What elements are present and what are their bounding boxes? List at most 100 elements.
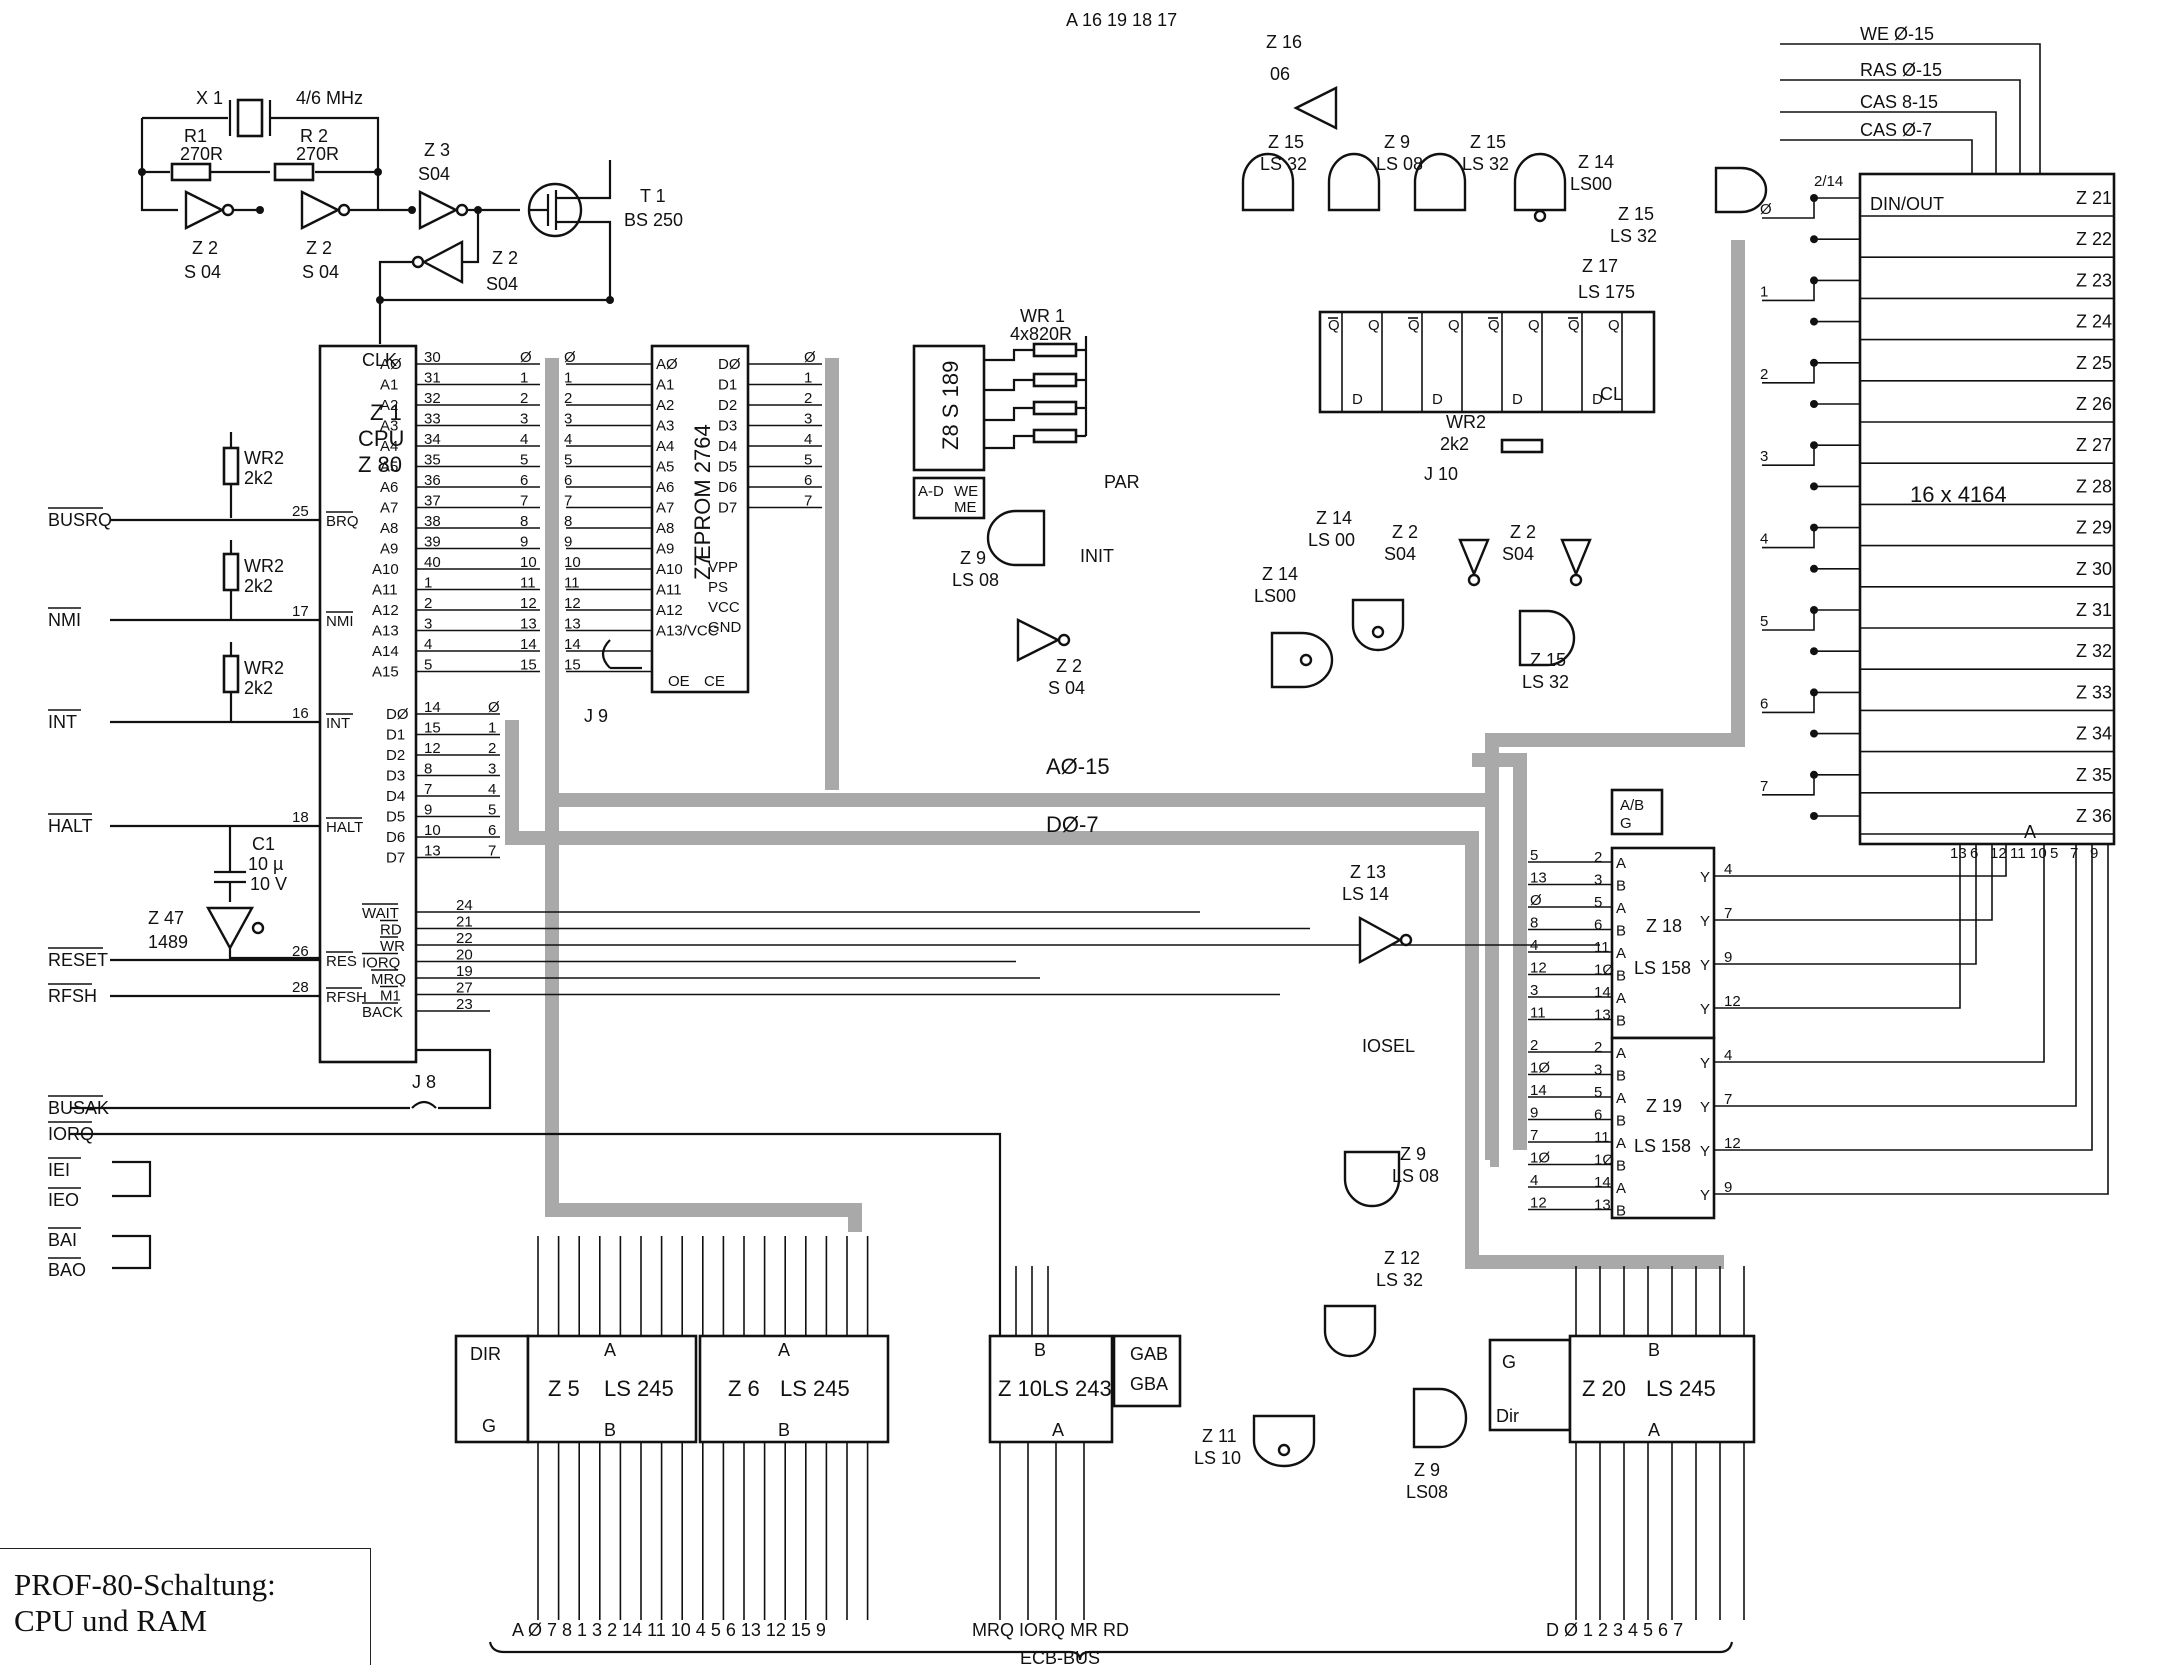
z19-label: Z 19 [1646,1096,1682,1116]
cpu-addr-num: 34 [424,431,441,448]
t1-type: BS 250 [624,210,683,230]
cpu-addr-pin: A3 [380,418,398,435]
ram-signal-cas_hi: CAS 8-15 [1860,92,1938,112]
mux-addr-bit: 13 [1530,870,1547,887]
eprom-addr-pin: A2 [656,397,674,414]
wr2-resistor-z17 [1500,438,1544,454]
z20-type: LS 245 [1646,1376,1716,1401]
cpu-addr-pin: A10 [372,561,399,578]
z18-chip [1610,846,1716,1040]
cpu-data-num: 12 [424,740,441,757]
cpu-addr-pin: A6 [380,479,398,496]
mux-ab-pin: B [1616,923,1626,940]
cpu-data-bit: 6 [488,822,496,839]
ram-chip-22: Z 22 [2076,229,2112,249]
eprom-ce-pin: CE [704,673,725,690]
caption: PROF-80-Schaltung: CPU und RAM [0,1548,371,1665]
z9c-and-gate [1343,1150,1401,1208]
ram-a-label: A [2024,822,2036,842]
ecb-address-row: A Ø 7 8 1 3 2 14 11 10 4 5 6 13 12 15 9 [512,1620,826,1640]
z17-q-pin: Q [1368,317,1380,334]
z10-chip [988,1334,1114,1444]
ram-chip-list: Z 21Z 22Z 23Z 24Z 25Z 26Z 27Z 28Z 29Z 30… [1860,188,2114,835]
cpu-data-bit: 4 [488,781,496,798]
cpu-addr-bit: 6 [520,472,528,489]
ram-chip-26: Z 26 [2076,394,2112,414]
mux-ab-pin: A [1616,1090,1626,1107]
eprom-addr-bit: 10 [564,554,581,571]
z15c-or-gate-right [1714,166,1768,214]
s189-ctrl-block [912,476,986,520]
eprom-misc-pin: VCC [708,599,740,616]
ram-chip-32: Z 32 [2076,641,2112,661]
a-bits-label: A 16 19 18 17 [1066,10,1177,30]
cpu-left-pin: RFSH [326,989,367,1006]
z20-chip [1568,1334,1756,1444]
cpu-addr-pin: A15 [372,664,399,681]
t1-label: T 1 [640,186,666,206]
z19-type: LS 158 [1634,1136,1691,1156]
mux-g: G [1620,815,1632,832]
z47-label: Z 47 [148,908,184,928]
mux-pin-num: 1Ø [1594,1152,1614,1169]
eprom-addr-pin: A13/VCC [656,623,719,640]
z15d-or-gate [1518,609,1576,667]
wr2-value-b: 2k2 [244,576,273,596]
mux-y-pin: Y [1700,869,1710,886]
cpu-addr-num: 4 [424,636,432,653]
ecb-bus-label: ECB-BUS [1020,1648,1100,1664]
z17-chip [1318,310,1656,414]
left-signal-busrq: BUSRQ [48,510,112,530]
left-signal-bao: BAO [48,1260,86,1280]
z13-label: Z 13 [1350,862,1386,882]
z15d-label: Z 15 [1530,650,1566,670]
cpu-data-pin: DØ [386,706,409,723]
mux-addr-bit: 4 [1530,1172,1538,1189]
z11-label: Z 11 [1202,1426,1237,1446]
z2f-label: Z 2 [1510,522,1536,542]
z2d-inverter [1016,618,1061,662]
z9b-and-gate [1327,152,1381,212]
z20-label: Z 20 [1582,1376,1626,1401]
wr2-value-c: 2k2 [244,678,273,698]
mux-y-num: 7 [1724,1091,1732,1108]
ram-bit: Ø [1760,201,1772,218]
eprom-addr-pin: A11 [656,582,682,599]
z18-type: LS 158 [1634,958,1691,978]
mux-y-pin: Y [1700,957,1710,974]
eprom-addr-pin: AØ [656,356,678,373]
mux-pin-num: 11 [1594,1129,1610,1146]
z5-b: B [604,1420,616,1440]
cpu-ctrl-pin: RD [380,922,402,939]
cpu-ctrl-num: 20 [456,947,473,964]
ram-pin-2-14: 2/14 [1814,173,1843,190]
cpu-addr-pin: A8 [380,520,398,537]
cpu-addr-num: 36 [424,472,441,489]
s189-ad: A-D [918,483,944,500]
z15b-or-gate [1413,152,1467,212]
eprom-addr-bit: 6 [564,472,572,489]
mux-ab-pin: B [1616,1158,1626,1175]
left-signal-nmi: NMI [48,610,81,630]
cpu-clk: CLK [362,350,397,370]
mux-pin-num: 6 [1594,917,1602,934]
caption-line-2: CPU und RAM [14,1603,207,1638]
left-signal-iei: IEI [48,1160,70,1180]
z2-type-a: S 04 [184,262,221,282]
mux-addr-bit: 7 [1530,1127,1538,1144]
ecb-bus-brace [488,1641,1734,1661]
mux-y-num: 9 [1724,1179,1732,1196]
cpu-data-num: 9 [424,802,432,819]
mux-y-num: 4 [1724,1047,1732,1064]
cpu-addr-bit: 4 [520,431,528,448]
cpu-chip [318,344,418,1064]
z12-or-gate [1323,1304,1377,1358]
eprom-data-bit: 7 [804,493,812,510]
z2-type-c: S04 [486,274,518,294]
cpu-addr-num: 39 [424,534,441,551]
mux-addr-bit: 14 [1530,1082,1547,1099]
cpu-type: CPU [358,426,404,451]
cpu-ctrl-pin: BACK [362,1004,403,1021]
s189-chip [912,344,986,472]
mux-addr-bit: 2 [1530,1037,1538,1054]
